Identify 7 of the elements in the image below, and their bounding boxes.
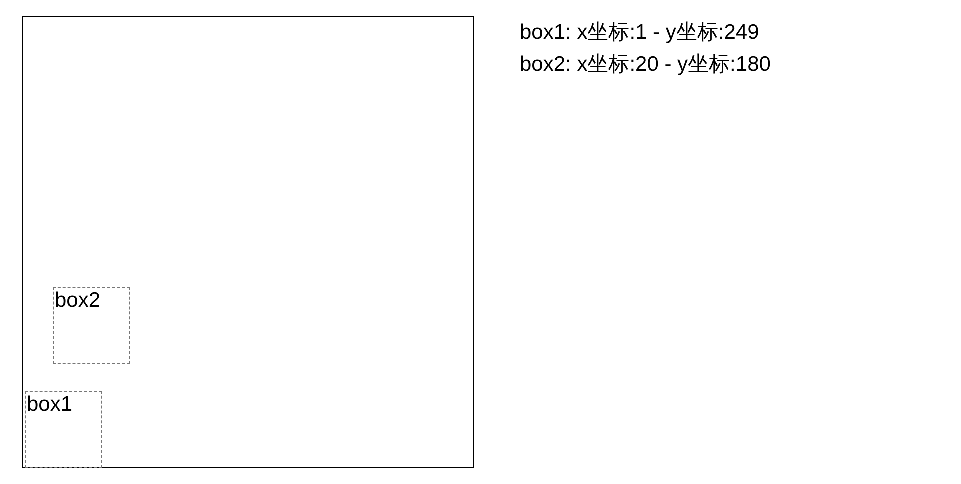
frame-box [22, 16, 474, 468]
box-label: box1 [27, 393, 73, 416]
box-label: box2 [55, 289, 101, 312]
dashed-box [25, 391, 102, 468]
coordinate-text: box1: x坐标:1 - y坐标:249 [520, 20, 760, 46]
dashed-box [53, 287, 130, 364]
coordinate-text: box2: x坐标:20 - y坐标:180 [520, 52, 771, 78]
